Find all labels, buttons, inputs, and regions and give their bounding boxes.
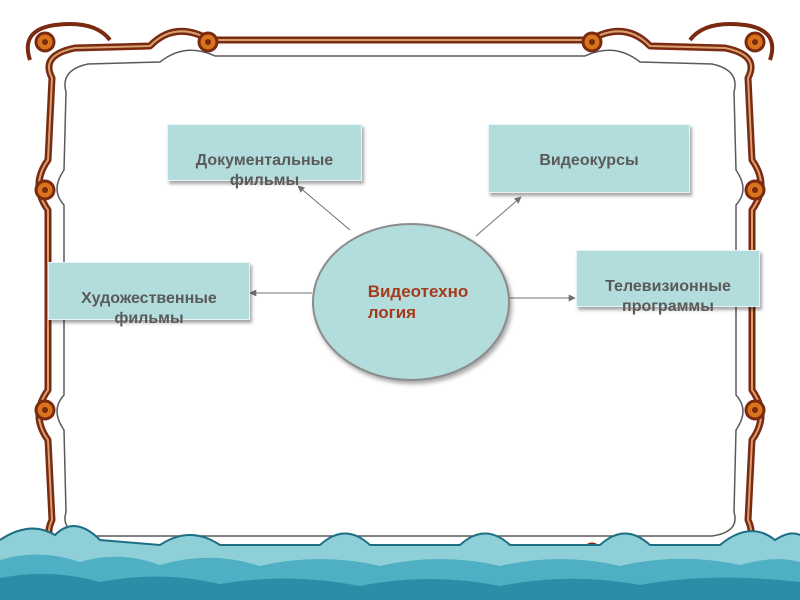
node-feature-label: Художественные фильмы	[81, 290, 217, 327]
ornamental-border	[25, 22, 775, 554]
center-node: Видеотехно логия	[312, 223, 510, 381]
node-video-courses-label: Видеокурсы	[539, 152, 639, 169]
connectors	[249, 185, 576, 302]
node-tv: Телевизионные программы	[576, 250, 760, 315]
node-documentary-label: Документальные фильмы	[195, 152, 334, 189]
node-tv-label: Телевизионные программы	[605, 278, 731, 315]
waves	[0, 525, 800, 600]
node-video-courses: Видеокурсы	[488, 124, 690, 193]
node-feature: Художественные фильмы	[48, 262, 250, 327]
node-documentary: Документальные фильмы	[167, 124, 362, 189]
connector-documentary	[297, 185, 351, 231]
center-node-label: Видеотехно логия	[367, 282, 469, 322]
connector-video-courses	[475, 196, 522, 237]
